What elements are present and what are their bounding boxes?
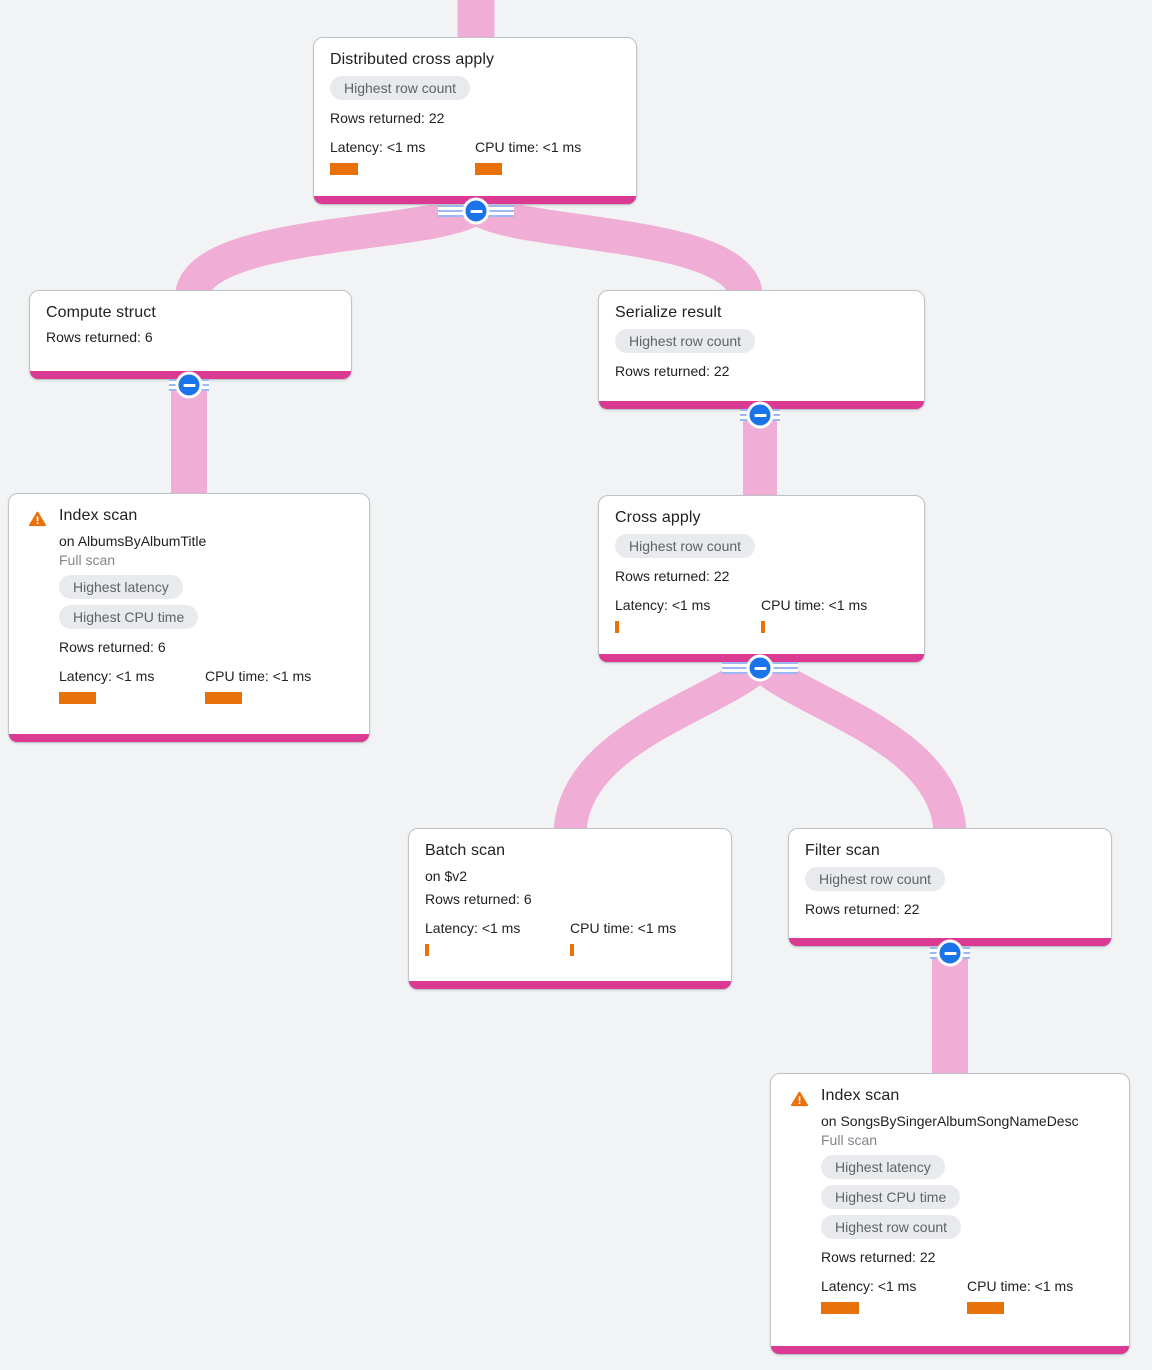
collapse-button-compute-struct[interactable] [169,371,209,399]
node-title: Index scan [59,507,138,524]
node-title: Filter scan [805,842,880,859]
node-accent-bar [9,734,369,742]
rows-returned-text: Rows returned: 6 [59,639,166,655]
latency-bar [425,944,429,956]
minus-icon [462,197,490,225]
collapse-button-distributed-cross-apply[interactable] [438,197,514,225]
cpu-time-bar [570,944,574,956]
badge-highest-latency: Highest latency [821,1155,945,1179]
cpu-time-label: CPU time: <1 ms [475,139,582,155]
link-distributed-to-compute-struct [175,192,487,301]
latency-label: Latency: <1 ms [330,139,426,155]
minus-icon [175,371,203,399]
latency-bar [615,621,619,633]
node-accent-bar [771,1346,1129,1354]
rows-returned-text: Rows returned: 6 [46,329,153,345]
collapse-button-serialize-result[interactable] [740,401,780,429]
node-title: Batch scan [425,842,506,859]
plan-node-compute-struct[interactable]: Compute struct Rows returned: 6 [29,290,352,380]
node-title: Index scan [821,1087,900,1104]
node-title: Compute struct [46,304,156,321]
latency-label: Latency: <1 ms [425,920,521,936]
scan-target: on SongsBySingerAlbumSongNameDesc [821,1113,1079,1129]
link-cross-apply-to-filter-scan [748,651,967,838]
plan-node-serialize-result[interactable]: Serialize result Highest row count Rows … [598,290,925,410]
node-title: Serialize result [615,304,722,321]
cpu-time-label: CPU time: <1 ms [761,597,868,613]
latency-bar [821,1302,859,1314]
minus-icon [936,939,964,967]
scan-type: Full scan [821,1132,878,1148]
badge-highest-row-count: Highest row count [805,867,946,891]
plan-node-batch-scan[interactable]: Batch scan on $v2 Rows returned: 6 Laten… [408,828,732,990]
link-cross-apply-to-batch-scan [553,651,772,838]
warning-icon [790,1090,809,1109]
plan-node-filter-scan[interactable]: Filter scan Highest row count Rows retur… [788,828,1112,947]
node-accent-bar [409,981,731,989]
node-title: Cross apply [615,509,701,526]
latency-bar [59,692,96,704]
plan-node-index-scan-albums[interactable]: Index scan on AlbumsByAlbumTitle Full sc… [8,493,370,743]
badge-highest-row-count: Highest row count [615,534,756,558]
badge-highest-cpu-time: Highest CPU time [821,1185,961,1209]
badge-highest-row-count: Highest row count [330,76,471,100]
rows-returned-text: Rows returned: 22 [615,568,730,584]
scan-type: Full scan [59,552,116,568]
latency-bar [330,163,358,175]
scan-target: on $v2 [425,868,468,884]
badge-highest-cpu-time: Highest CPU time [59,605,199,629]
rows-returned-text: Rows returned: 6 [425,891,532,907]
plan-node-distributed-cross-apply[interactable]: Distributed cross apply Highest row coun… [313,37,637,205]
scan-target: on AlbumsByAlbumTitle [59,533,207,549]
node-title: Distributed cross apply [330,51,495,68]
latency-label: Latency: <1 ms [615,597,711,613]
cpu-time-label: CPU time: <1 ms [205,668,312,684]
minus-icon [746,401,774,429]
badge-highest-row-count: Highest row count [615,329,756,353]
cpu-time-bar [205,692,242,704]
minus-icon [746,654,774,682]
warning-icon [28,510,47,529]
rows-returned-text: Rows returned: 22 [805,901,920,917]
rows-returned-text: Rows returned: 22 [615,363,730,379]
rows-returned-text: Rows returned: 22 [821,1249,936,1265]
collapse-button-filter-scan[interactable] [930,939,970,967]
cpu-time-bar [761,621,765,633]
badge-highest-row-count: Highest row count [821,1215,962,1239]
cpu-time-bar [967,1302,1004,1314]
link-distributed-to-serialize-result [465,192,763,301]
rows-returned-text: Rows returned: 22 [330,110,445,126]
plan-node-cross-apply[interactable]: Cross apply Highest row count Rows retur… [598,495,925,663]
cpu-time-bar [475,163,502,175]
collapse-button-cross-apply[interactable] [722,654,798,682]
cpu-time-label: CPU time: <1 ms [967,1278,1074,1294]
latency-label: Latency: <1 ms [59,668,155,684]
plan-node-index-scan-songs[interactable]: Index scan on SongsBySingerAlbumSongName… [770,1073,1130,1355]
latency-label: Latency: <1 ms [821,1278,917,1294]
cpu-time-label: CPU time: <1 ms [570,920,677,936]
badge-highest-latency: Highest latency [59,575,183,599]
